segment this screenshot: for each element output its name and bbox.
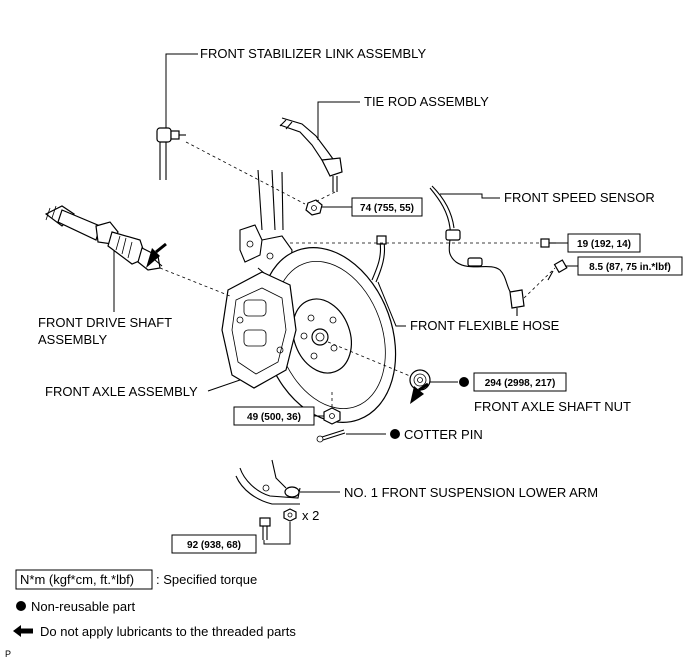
lower-arm-drawing bbox=[235, 459, 301, 505]
legend-arrow-icon bbox=[13, 625, 33, 637]
label-axle-shaft-nut: FRONT AXLE SHAFT NUT bbox=[474, 399, 631, 414]
torque-value-stabilizer-nut: 49 (500, 36) bbox=[247, 412, 301, 423]
label-tie-rod: TIE ROD ASSEMBLY bbox=[364, 94, 489, 109]
torque-value-speed-lower: 8.5 (87, 75 in.*lbf) bbox=[589, 262, 671, 273]
speed-sensor-bolt-upper-drawing bbox=[540, 238, 556, 248]
stabilizer-nut-drawing bbox=[323, 407, 341, 425]
brake-caliper-drawing bbox=[221, 271, 297, 389]
page-marker: P bbox=[5, 649, 11, 659]
label-stabilizer-link: FRONT STABILIZER LINK ASSEMBLY bbox=[200, 46, 426, 61]
legend: N*m (kgf*cm, ft.*lbf) : Specified torque… bbox=[5, 569, 296, 659]
label-drive-shaft-line1: FRONT DRIVE SHAFT bbox=[38, 315, 172, 330]
tie-rod-nut-drawing bbox=[305, 199, 323, 216]
alignment-lines bbox=[159, 141, 556, 408]
torque-box-axle-nut: 294 (2998, 217) bbox=[459, 372, 567, 392]
legend-torque-box bbox=[15, 569, 153, 590]
torque-box-lower-arm: 92 (938, 68) bbox=[171, 534, 257, 554]
legend-non-reusable-dot bbox=[16, 601, 26, 611]
stabilizer-link-drawing bbox=[156, 127, 186, 180]
tie-rod-drawing bbox=[279, 117, 343, 192]
non-reusable-dot bbox=[459, 377, 469, 387]
leader-lines bbox=[113, 53, 578, 545]
label-quantity-x2: x 2 bbox=[302, 508, 319, 523]
legend-non-reusable: Non-reusable part bbox=[31, 599, 135, 614]
label-speed-sensor: FRONT SPEED SENSOR bbox=[504, 190, 655, 205]
label-drive-shaft-line2: ASSEMBLY bbox=[38, 332, 107, 347]
torque-box-stabilizer-nut: 49 (500, 36) bbox=[233, 406, 315, 426]
label-cotter-pin: COTTER PIN bbox=[404, 427, 483, 442]
legend-torque-unit: N*m (kgf*cm, ft.*lbf) bbox=[20, 572, 134, 587]
lower-arm-nut-drawing bbox=[283, 508, 297, 522]
label-axle-assembly: FRONT AXLE ASSEMBLY bbox=[45, 384, 198, 399]
torque-value-speed-upper: 19 (192, 14) bbox=[577, 239, 631, 250]
label-flexible-hose: FRONT FLEXIBLE HOSE bbox=[410, 318, 560, 333]
lower-arm-bolt-drawing bbox=[259, 517, 271, 540]
cotter-pin-drawing bbox=[316, 429, 346, 443]
legend-torque-desc: : Specified torque bbox=[156, 572, 257, 587]
label-lower-arm: NO. 1 FRONT SUSPENSION LOWER ARM bbox=[344, 485, 598, 500]
speed-sensor-bolt-lower-drawing bbox=[547, 259, 568, 281]
legend-no-lubricant: Do not apply lubricants to the threaded … bbox=[40, 624, 296, 639]
torque-box-speed-upper: 19 (192, 14) bbox=[567, 233, 641, 253]
non-reusable-dot-cotter bbox=[390, 429, 400, 439]
torque-value-tie-rod: 74 (755, 55) bbox=[360, 203, 414, 214]
torque-value-lower-arm: 92 (938, 68) bbox=[187, 540, 241, 551]
no-lubricant-arrow-driveshaft bbox=[146, 242, 167, 268]
speed-sensor-drawing bbox=[429, 185, 525, 316]
flexible-hose-drawing bbox=[371, 235, 387, 283]
disc-rotor-drawing bbox=[259, 247, 397, 423]
no-lubricant-arrow-axle-nut bbox=[410, 382, 429, 404]
torque-box-tie-rod: 74 (755, 55) bbox=[351, 197, 423, 217]
drive-shaft-drawing bbox=[44, 205, 163, 271]
torque-box-speed-lower: 8.5 (87, 75 in.*lbf) bbox=[577, 256, 683, 276]
torque-value-axle-nut: 294 (2998, 217) bbox=[485, 378, 556, 389]
axle-shaft-nut-drawing bbox=[409, 369, 431, 391]
